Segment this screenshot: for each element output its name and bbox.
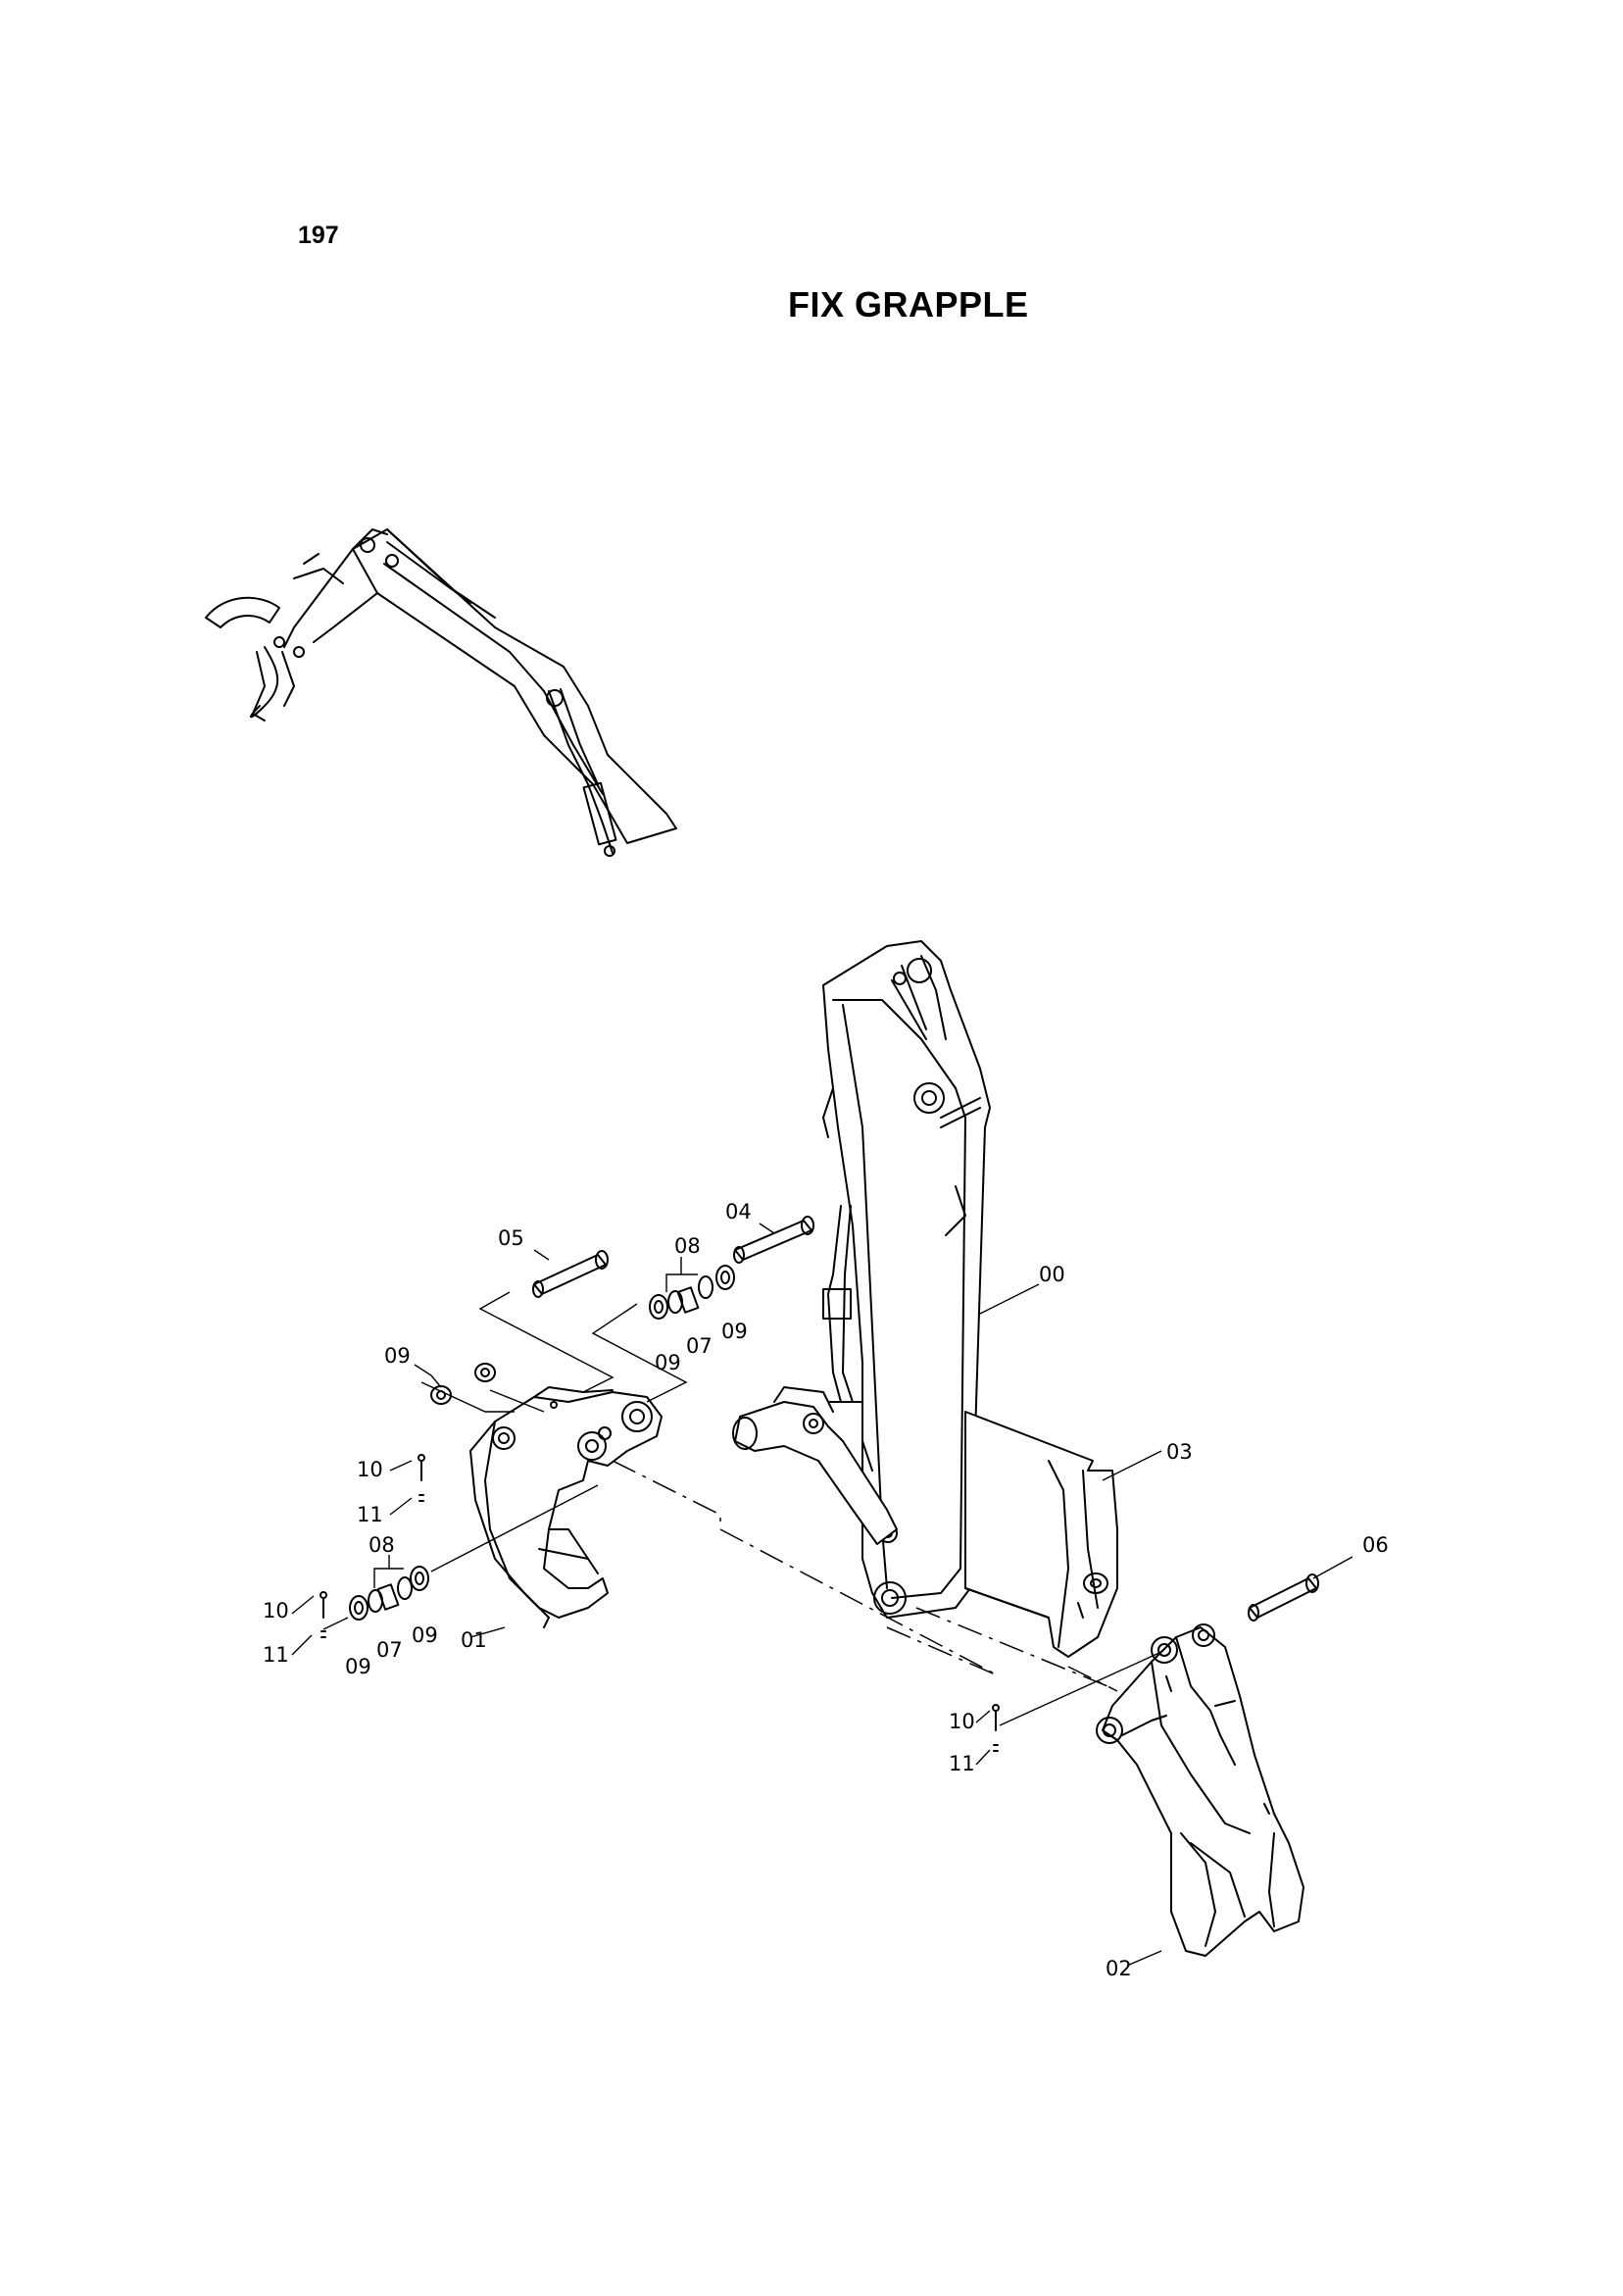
upper-bushing-set xyxy=(649,1265,735,1320)
callout-06: 06 xyxy=(1362,1533,1389,1557)
part-02-grapple-jaw xyxy=(1096,1623,1304,1957)
callout-08-upper: 08 xyxy=(674,1234,701,1258)
callout-05: 05 xyxy=(498,1226,524,1250)
page-number: 197 xyxy=(298,222,339,249)
callout-11-lower: 11 xyxy=(263,1643,289,1667)
callout-09-lower-right: 09 xyxy=(412,1623,438,1647)
part-04-pin xyxy=(733,1216,814,1264)
callout-09-lower-left: 09 xyxy=(345,1655,371,1678)
callout-10-upper: 10 xyxy=(357,1458,383,1481)
callout-07-lower: 07 xyxy=(376,1638,403,1662)
lower-bushing-set xyxy=(349,1566,429,1621)
callout-10-right: 10 xyxy=(949,1710,975,1733)
overview-arm-grapple-sketch xyxy=(205,528,677,857)
part-01-fixed-grapple xyxy=(469,1386,663,1628)
callout-07-upper: 07 xyxy=(686,1334,713,1358)
callout-04: 04 xyxy=(725,1200,752,1223)
callout-00: 00 xyxy=(1039,1263,1065,1286)
callout-03: 03 xyxy=(1166,1440,1193,1464)
callout-08-lower: 08 xyxy=(369,1533,395,1557)
callout-labels: 00 01 02 03 04 05 06 07 07 08 08 09 09 0… xyxy=(263,1200,1389,1980)
callout-02: 02 xyxy=(1106,1957,1132,1980)
part-00-arm xyxy=(732,940,991,1619)
washers-09-left xyxy=(430,1363,496,1405)
callout-09-upper-right: 09 xyxy=(721,1320,748,1343)
callout-10-lower: 10 xyxy=(263,1599,289,1622)
part-06-pin xyxy=(1248,1573,1319,1622)
assembly-connector-lines xyxy=(322,1291,1162,1726)
callout-11-right: 11 xyxy=(949,1752,975,1775)
part-05-pin xyxy=(532,1250,609,1298)
callout-09-upper-left: 09 xyxy=(655,1351,681,1374)
bolts-and-nuts xyxy=(320,1454,1000,1752)
callout-01: 01 xyxy=(461,1628,487,1652)
part-03-bracket xyxy=(964,1411,1118,1658)
assembly-center-lines xyxy=(612,1460,1118,1692)
page-title: FIX GRAPPLE xyxy=(788,284,1029,324)
leader-lines xyxy=(291,1223,1353,1967)
callout-09-top: 09 xyxy=(384,1344,411,1368)
callout-11-upper: 11 xyxy=(357,1503,383,1526)
